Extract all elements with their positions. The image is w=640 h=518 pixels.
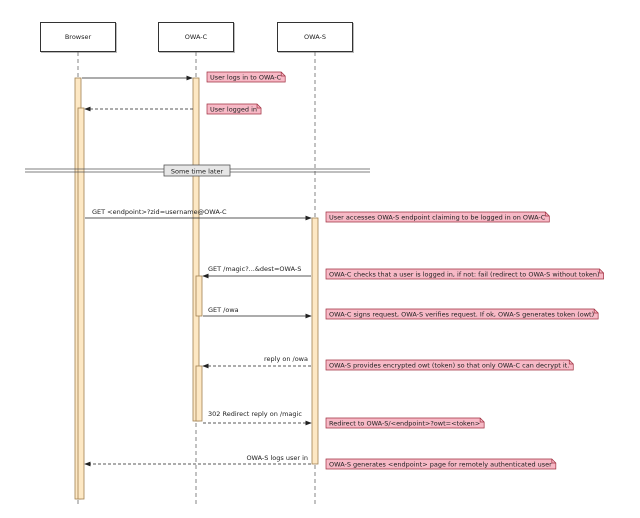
msg-label-logs-user-in: OWA-S logs user in xyxy=(246,454,308,462)
note-fold-2 xyxy=(544,212,550,217)
note-text-3: OWA-C checks that a user is logged in, i… xyxy=(329,271,600,279)
msg-label-get-endpoint: GET <endpoint>?zid=username@OWA-C xyxy=(92,208,227,216)
note-box-2 xyxy=(325,211,550,223)
note-5: OWA-S provides encrypted owt (token) so … xyxy=(325,359,574,371)
msg-label-302-redirect: 302 Redirect reply on /magic xyxy=(208,410,302,418)
note-fold-4 xyxy=(593,309,599,314)
participant-browser: Browser xyxy=(40,22,116,52)
note-box-4 xyxy=(325,308,599,320)
activation-owa-c-2 xyxy=(195,275,203,317)
note-3: OWA-C checks that a user is logged in, i… xyxy=(325,268,604,280)
note-box-3 xyxy=(325,268,604,280)
note-text-6: Redirect to OWA-S/<endpoint>?owt=<token> xyxy=(329,420,480,428)
note-6: Redirect to OWA-S/<endpoint>?owt=<token> xyxy=(325,417,485,429)
note-fold-0 xyxy=(280,72,286,77)
note-7: OWA-S generates <endpoint> page for remo… xyxy=(325,458,557,470)
note-box-6 xyxy=(325,417,485,429)
divider: Some time later xyxy=(25,164,370,177)
note-fold-6 xyxy=(479,418,485,423)
msg-label-get-owa: GET /owa xyxy=(208,306,239,314)
note-4: OWA-C signs request, OWA-S verifies requ… xyxy=(325,308,599,320)
note-fold-1 xyxy=(256,104,262,109)
note-box-0 xyxy=(206,71,286,83)
activation-owa-c-3 xyxy=(195,365,203,422)
divider-label: Some time later xyxy=(171,168,224,176)
note-text-7: OWA-S generates <endpoint> page for remo… xyxy=(329,461,552,469)
note-1: User logged in xyxy=(206,103,262,115)
participant-owa-s: OWA-S xyxy=(277,22,353,52)
note-2: User accesses OWA-S endpoint claiming to… xyxy=(325,211,550,223)
note-box-7 xyxy=(325,458,557,470)
msg-label-reply-owa: reply on /owa xyxy=(264,355,308,363)
note-text-1: User logged in xyxy=(210,106,257,114)
activation-owa-s-1 xyxy=(311,217,319,465)
note-0: User logs in to OWA-C xyxy=(206,71,286,83)
note-fold-7 xyxy=(551,459,556,464)
note-box-5 xyxy=(325,359,574,371)
note-fold-3 xyxy=(599,269,604,274)
activation-browser-2 xyxy=(77,107,85,500)
note-text-2: User accesses OWA-S endpoint claiming to… xyxy=(329,214,546,222)
note-text-4: OWA-C signs request, OWA-S verifies requ… xyxy=(329,311,594,319)
note-text-0: User logs in to OWA-C xyxy=(210,74,282,82)
note-box-1 xyxy=(206,103,262,115)
msg-label-get-magic: GET /magic?...&dest=OWA-S xyxy=(208,265,301,273)
note-text-5: OWA-S provides encrypted owt (token) so … xyxy=(329,362,569,370)
note-fold-5 xyxy=(568,360,574,365)
participant-owa-c: OWA-C xyxy=(158,22,234,52)
